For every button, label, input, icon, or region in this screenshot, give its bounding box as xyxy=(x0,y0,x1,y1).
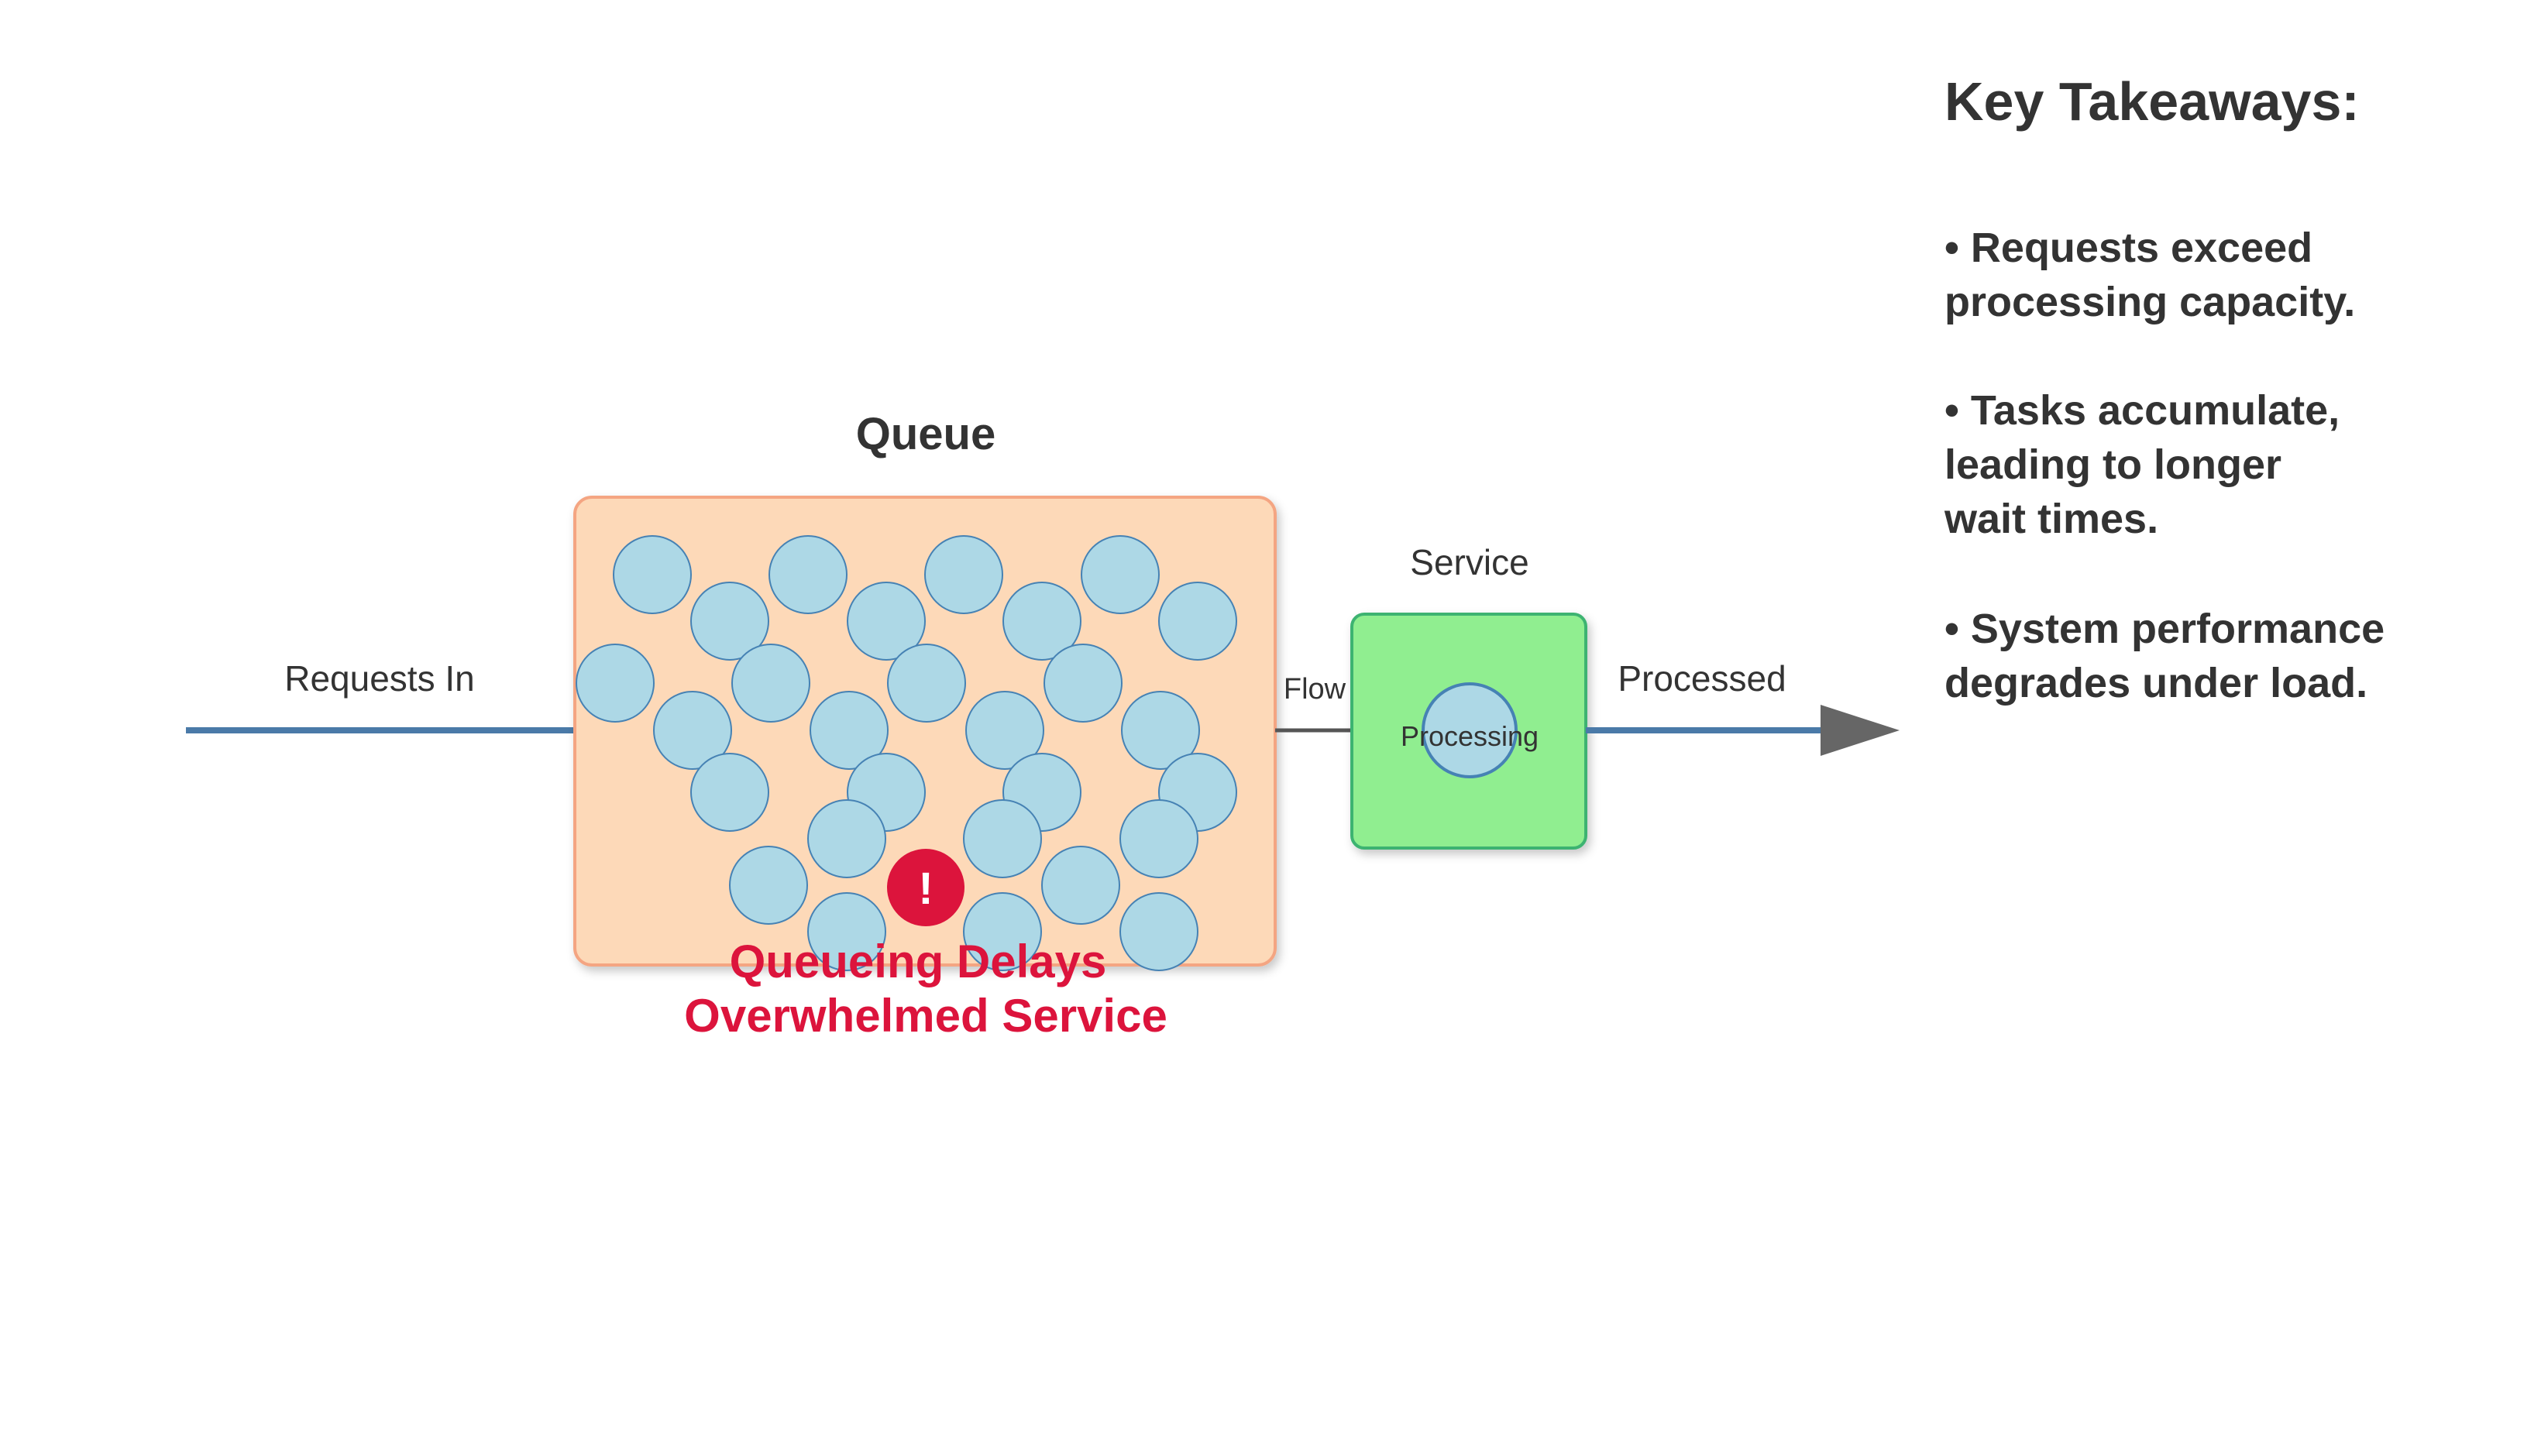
output-arrowhead xyxy=(1821,705,1900,756)
queued-request xyxy=(965,691,1044,770)
queued-request xyxy=(731,644,810,723)
processing-request xyxy=(1422,682,1518,778)
queue-title: Queue xyxy=(856,409,996,459)
queued-request xyxy=(653,691,732,770)
queued-request xyxy=(847,582,926,661)
queued-request xyxy=(963,892,1042,971)
queued-request xyxy=(807,892,886,971)
takeaway-1-line-1: • Requests exceed xyxy=(1944,225,2312,271)
queued-request xyxy=(924,535,1003,614)
flow-label: Flow xyxy=(1284,673,1346,706)
processed-label: Processed xyxy=(1618,658,1786,699)
queued-request xyxy=(807,799,886,878)
queued-request xyxy=(1119,799,1198,878)
service-title: Service xyxy=(1410,542,1528,582)
takeaway-2-line-2: leading to longer xyxy=(1944,441,2281,488)
queued-request xyxy=(1121,691,1200,770)
queued-request xyxy=(1119,892,1198,971)
takeaway-2-line-1: • Tasks accumulate, xyxy=(1944,387,2340,434)
queued-request xyxy=(963,799,1042,878)
queued-request xyxy=(1041,846,1120,925)
processing-label: Processing xyxy=(1401,720,1539,752)
queued-request xyxy=(887,644,966,723)
takeaway-2-line-3: wait times. xyxy=(1944,496,2158,542)
takeaway-3-line-1: • System performance xyxy=(1944,606,2385,652)
warning-line-2: Overwhelmed Service xyxy=(684,990,1167,1042)
queued-request xyxy=(768,535,848,614)
takeaways-title: Key Takeaways: xyxy=(1944,71,2360,132)
warning-icon xyxy=(887,849,964,926)
queued-request xyxy=(690,582,769,661)
queued-requests xyxy=(576,535,1237,971)
queued-request xyxy=(1158,582,1237,661)
queued-request xyxy=(729,846,808,925)
queued-request xyxy=(810,691,889,770)
key-takeaways: Key Takeaways: • Requests exceed process… xyxy=(1944,71,2385,706)
takeaway-1-line-2: processing capacity. xyxy=(1944,279,2355,325)
queued-request xyxy=(690,753,769,832)
queued-request xyxy=(1044,644,1123,723)
queued-request xyxy=(1081,535,1160,614)
takeaway-3-line-2: degrades under load. xyxy=(1944,660,2367,706)
warning-line-1: Queueing Delays xyxy=(730,936,1107,987)
requests-in-label: Requests In xyxy=(284,658,474,699)
queued-request xyxy=(1002,582,1081,661)
warning-icon-glyph: ! xyxy=(918,864,933,914)
queued-request xyxy=(576,644,655,723)
queued-request xyxy=(613,535,692,614)
